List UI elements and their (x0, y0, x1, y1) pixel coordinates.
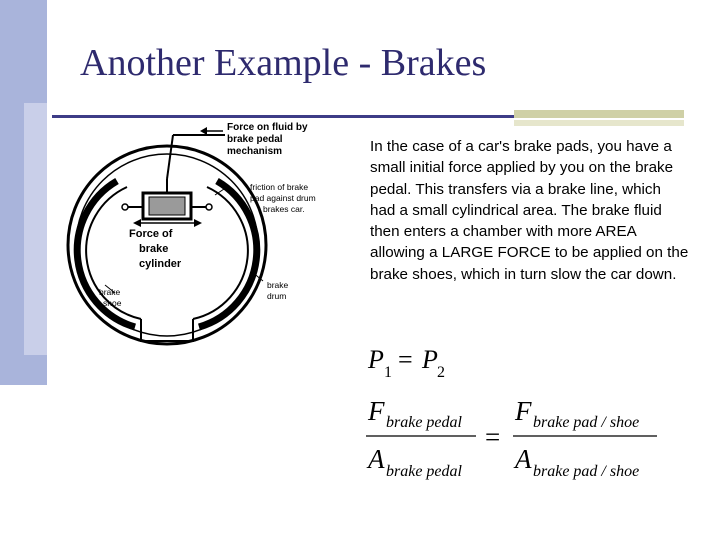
title-underline-accent-light (514, 120, 684, 126)
label-shoe-2: shoe (103, 298, 122, 308)
eq1-sub1: 1 (384, 364, 392, 381)
anchor-bracket (140, 319, 194, 342)
right-brake-shoe (198, 177, 261, 331)
eq1-equals: = (398, 345, 413, 374)
eq1-sub2: 2 (437, 364, 445, 381)
frac-right-numerator-sub: brake pad / shoe (533, 414, 639, 431)
title-underline (52, 115, 514, 118)
cylinder-piston (148, 196, 186, 216)
frac-left-numerator-f: F (367, 396, 385, 426)
label-force-cyl-3: cylinder (139, 258, 182, 270)
label-force-on-fluid-1: Force on fluid by (227, 122, 308, 133)
label-friction-2: pad against drum (250, 193, 316, 203)
eq2-equals: = (485, 422, 500, 452)
right-shoe-web (192, 186, 249, 320)
frac-left-denominator-a: A (366, 444, 385, 474)
frac-left-denominator-sub: brake pedal (386, 463, 463, 480)
slide-title: Another Example - Brakes (80, 42, 487, 84)
label-friction-1: friction of brake (250, 182, 308, 192)
frac-right-denominator-a: A (513, 444, 532, 474)
frac-right-numerator-f: F (514, 396, 532, 426)
label-friction-3: brakes car. (263, 204, 305, 214)
brake-diagram: Force on fluid by brake pedal mechanism … (66, 122, 316, 346)
eq1-p2: P (421, 345, 438, 374)
left-brake-shoe (73, 177, 136, 331)
label-shoe-1: brake (99, 287, 121, 297)
brake-drum-outer (66, 144, 268, 346)
frac-right-denominator-sub: brake pad / shoe (533, 463, 639, 480)
frac-left-numerator-sub: brake pedal (386, 414, 463, 431)
left-shoe-web (85, 186, 142, 320)
slide-body-text: In the case of a car's brake pads, you h… (370, 138, 689, 283)
label-force-on-fluid-2: brake pedal (227, 134, 283, 145)
title-underline-accent (514, 110, 684, 118)
eq1-p1: P (367, 345, 384, 374)
label-drum-1: brake (267, 280, 289, 290)
label-drum-2: drum (267, 291, 286, 301)
left-accent-bar-inner (24, 103, 47, 355)
label-force-cyl-1: Force of (129, 228, 173, 240)
label-force-cyl-2: brake (139, 243, 168, 255)
label-force-on-fluid-3: mechanism (227, 146, 282, 157)
